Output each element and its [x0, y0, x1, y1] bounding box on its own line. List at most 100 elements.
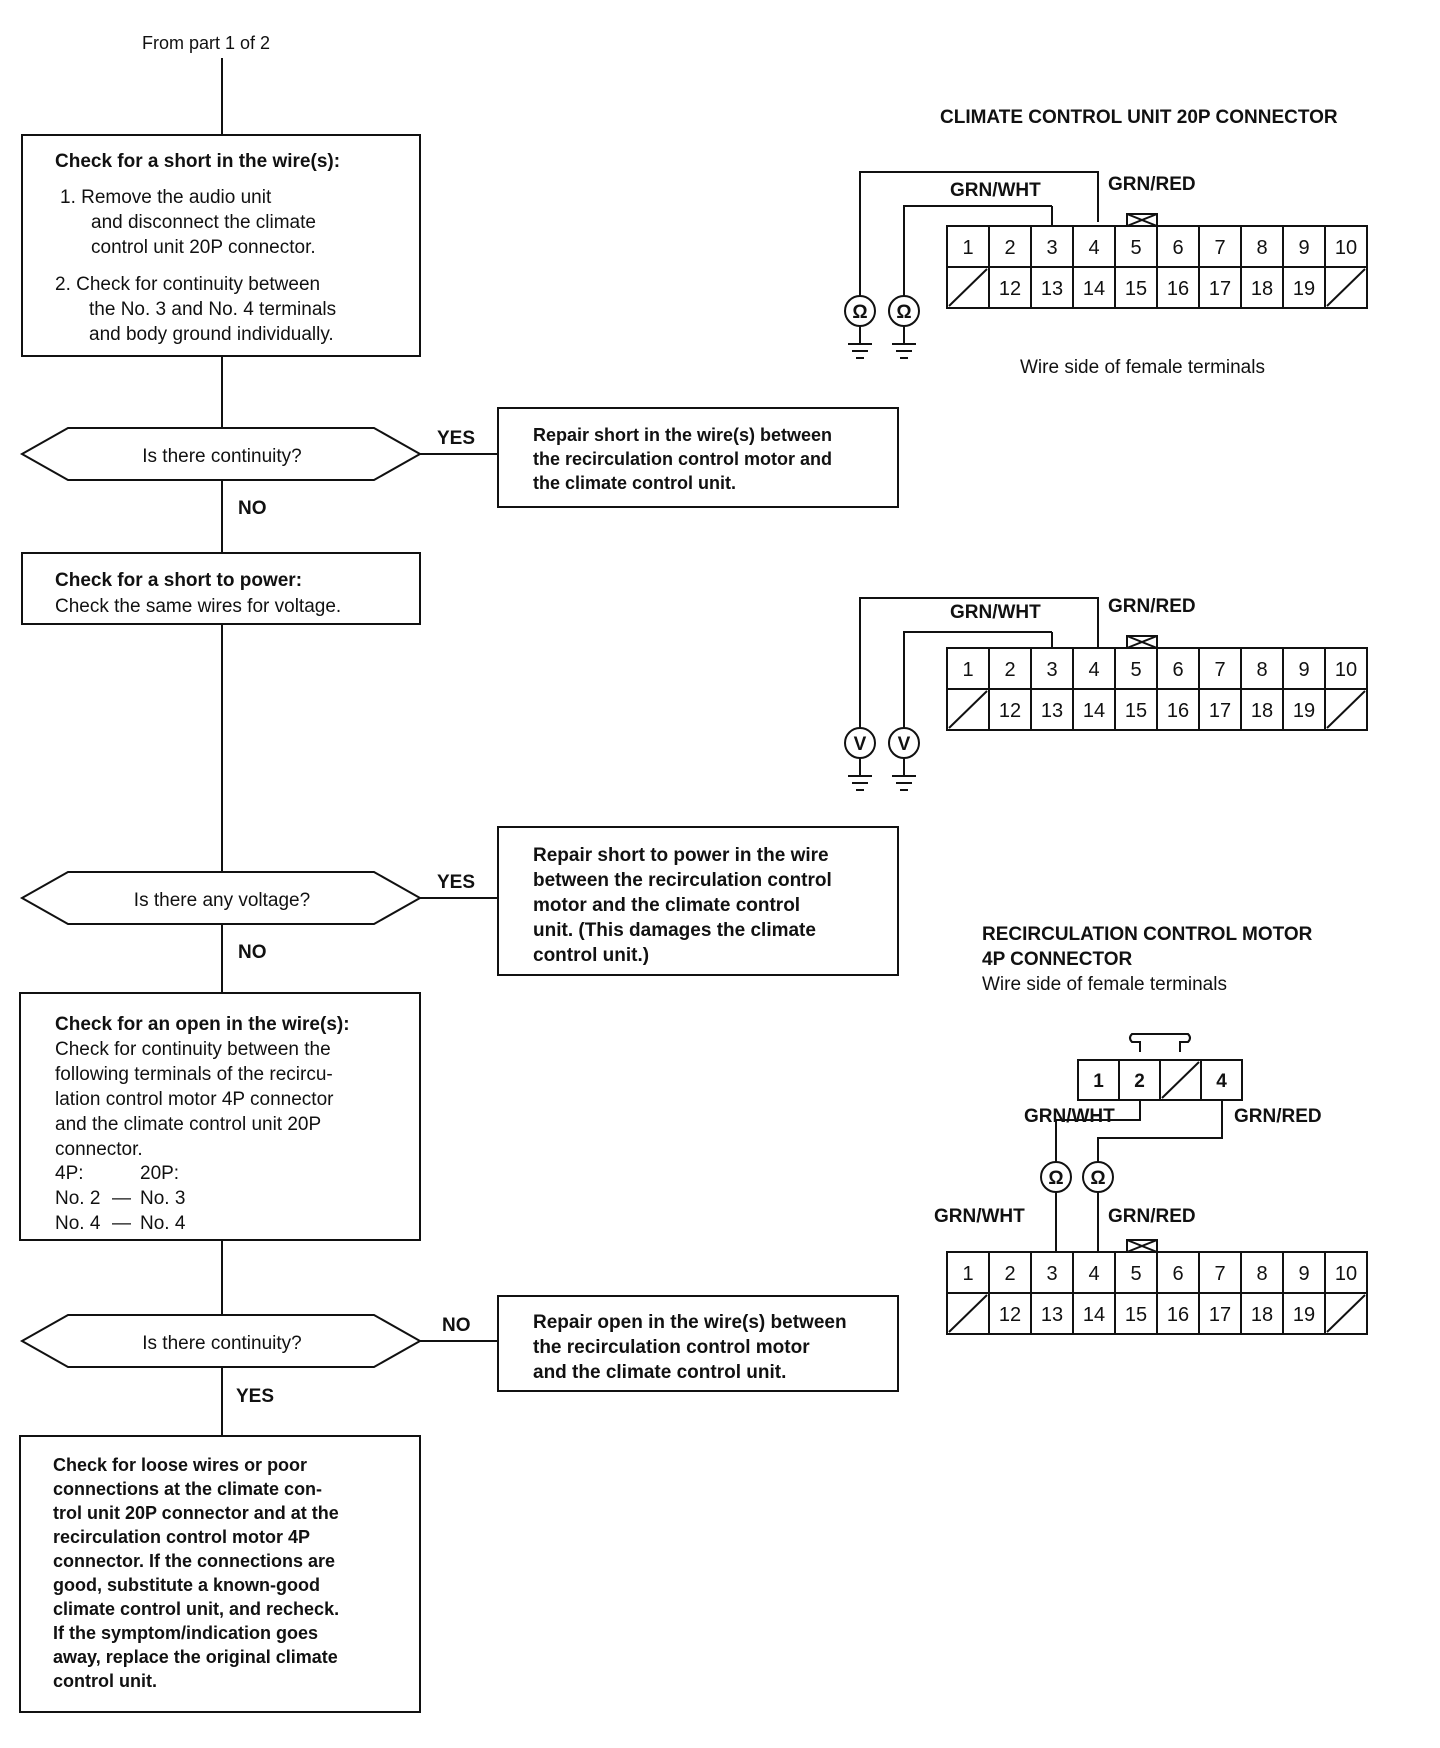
pin-label: 12 — [999, 1304, 1021, 1326]
pin-cell — [1030, 647, 1074, 690]
repair-short-box: Repair short in the wire(s) between the … — [497, 407, 899, 508]
branch-yes-label: YES — [437, 428, 475, 449]
branch-yes-label: YES — [236, 1386, 274, 1407]
pin-label: 14 — [1083, 700, 1105, 722]
branch-no-label: NO — [238, 942, 267, 963]
step-line: and disconnect the climate — [91, 212, 316, 233]
pin-label: 15 — [1125, 278, 1147, 300]
pair-to: No. 4 — [140, 1213, 186, 1234]
pin-label: 5 — [1130, 659, 1141, 681]
pin-cell — [1282, 1292, 1326, 1335]
pin-cell — [946, 225, 990, 268]
motor-connector-title: 4P CONNECTOR — [982, 949, 1133, 970]
decision-question: Is there any voltage? — [134, 890, 310, 911]
step-title: Check for an open in the wire(s): — [55, 1014, 350, 1035]
repair-line: the recirculation control motor and — [533, 449, 832, 469]
pin-label: 3 — [1046, 237, 1057, 259]
step-final-check: Check for loose wires or poor connection… — [19, 1435, 421, 1713]
table-header-4p: 4P: — [55, 1163, 84, 1184]
pin-label: 7 — [1214, 659, 1225, 681]
repair-line: between the recirculation control — [533, 870, 832, 891]
pin-label: 15 — [1125, 1304, 1147, 1326]
pin-label: 13 — [1041, 700, 1063, 722]
repair-line: unit. (This damages the climate — [533, 920, 816, 941]
decision-question: Is there continuity? — [142, 1333, 301, 1354]
unused-pin-slash — [948, 268, 988, 307]
pin-cell — [1240, 1292, 1284, 1335]
wire-label-grn-wht: GRN/WHT — [950, 180, 1041, 201]
pin-label: 6 — [1172, 237, 1183, 259]
pin-label: 12 — [999, 278, 1021, 300]
step-line: Check the same wires for voltage. — [55, 596, 341, 617]
ground-symbol — [848, 758, 872, 791]
repair-line: and the climate control unit. — [533, 1362, 786, 1383]
step-line: 1. Remove the audio unit — [60, 187, 272, 208]
lock-tab-mark — [1126, 213, 1158, 227]
step-line: and body ground individually. — [89, 324, 334, 345]
pin-label: 4 — [1088, 237, 1099, 259]
pin-label: 18 — [1251, 1304, 1273, 1326]
decision-continuity-2: Is there continuity? NO YES — [19, 1314, 471, 1407]
from-part-label: From part 1 of 2 — [142, 33, 270, 53]
svg-text:V: V — [898, 734, 911, 755]
motor-pin-label: 1 — [1093, 1071, 1104, 1092]
pin-cell — [1282, 688, 1326, 731]
unused-pin-slash — [1326, 268, 1366, 307]
repair-line: motor and the climate control — [533, 895, 800, 916]
svg-text:Ω: Ω — [1090, 1168, 1105, 1189]
pin-label: 17 — [1209, 278, 1231, 300]
pin-label: 4 — [1088, 1263, 1099, 1285]
pin-label: 2 — [1004, 659, 1015, 681]
unused-pin-slash — [1326, 1294, 1366, 1333]
step-line: lation control motor 4P connector — [55, 1089, 334, 1110]
motor-connector-subtitle: Wire side of female terminals — [982, 974, 1227, 995]
repair-line: Repair open in the wire(s) between — [533, 1312, 847, 1333]
pair-from: No. 4 — [55, 1213, 101, 1234]
step-line: the No. 3 and No. 4 terminals — [89, 299, 336, 320]
pin-label: 8 — [1256, 1263, 1267, 1285]
ground-symbol — [892, 326, 916, 359]
ohmmeter-symbol: Ω — [888, 295, 920, 327]
pin-cell — [1240, 266, 1284, 309]
pin-label: 13 — [1041, 278, 1063, 300]
pin-label: 7 — [1214, 237, 1225, 259]
wire-label-grn-red: GRN/RED — [1108, 596, 1196, 617]
pin-cell — [1114, 225, 1158, 268]
decision-question: Is there continuity? — [142, 446, 301, 467]
pin-label: 19 — [1293, 278, 1315, 300]
step-line: trol unit 20P connector and at the — [53, 1503, 339, 1523]
pin-label: 9 — [1298, 237, 1309, 259]
step-short-check: Check for a short in the wire(s): 1. Rem… — [21, 134, 421, 357]
repair-line: control unit.) — [533, 945, 649, 966]
pin-label: 10 — [1335, 237, 1357, 259]
pin-cell — [1156, 225, 1200, 268]
pin-label: 5 — [1130, 1263, 1141, 1285]
step-line: recirculation control motor 4P — [53, 1527, 310, 1547]
pin-label: 4 — [1088, 659, 1099, 681]
connector-title: CLIMATE CONTROL UNIT 20P CONNECTOR — [940, 107, 1338, 128]
flow-connectors — [221, 58, 498, 1436]
pin-label: 19 — [1293, 1304, 1315, 1326]
voltmeter-symbol: V — [888, 727, 920, 759]
table-header-20p: 20P: — [140, 1163, 179, 1184]
ohmmeter-symbol: Ω — [844, 295, 876, 327]
motor-pin-label: 4 — [1216, 1071, 1227, 1092]
pin-label: 1 — [962, 1263, 973, 1285]
pin-cell — [1072, 266, 1116, 309]
pin-label: 16 — [1167, 700, 1189, 722]
pin-label: 18 — [1251, 700, 1273, 722]
motor-to-ccu-connector-diagram: RECIRCULATION CONTROL MOTOR 4P CONNECTOR… — [934, 924, 1368, 1335]
pin-label: 8 — [1256, 659, 1267, 681]
pin-label: 10 — [1335, 1263, 1357, 1285]
pin-label: 6 — [1172, 1263, 1183, 1285]
lock-tab — [1126, 1239, 1158, 1253]
step-line: Check for continuity between the — [55, 1039, 331, 1060]
ohmmeter-symbol: Ω — [1082, 1161, 1114, 1193]
lock-tab-mark — [1126, 635, 1158, 649]
pin-cell — [1030, 266, 1074, 309]
